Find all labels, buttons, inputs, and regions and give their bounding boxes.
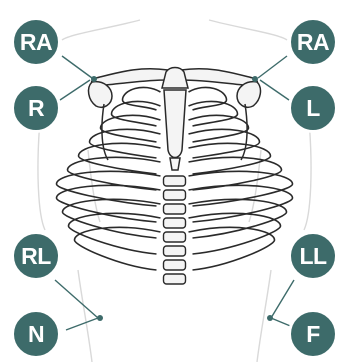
sternum [162, 68, 188, 171]
electrode-l: L [288, 83, 338, 133]
rib-l-11 [75, 227, 161, 270]
electrode-ll: LL [288, 231, 338, 281]
vertebra-8 [164, 274, 186, 284]
vertebra-6 [164, 246, 186, 256]
rib-r-11 [189, 227, 275, 270]
vertebra-4 [164, 218, 186, 228]
electrode-r: R [11, 83, 61, 133]
vertebra-7 [164, 260, 186, 270]
rib-l-1 [123, 87, 161, 110]
vertebra-3 [164, 204, 186, 214]
rib-r-1 [189, 87, 227, 110]
electrode-f: F [288, 309, 338, 359]
vertebra-1 [164, 176, 186, 186]
vertebra-5 [164, 232, 186, 242]
electrode-n: N [11, 309, 61, 359]
rib-l-10 [69, 213, 161, 254]
spine [164, 176, 186, 284]
vertebra-2 [164, 190, 186, 200]
rib-r-10 [189, 213, 281, 254]
electrode-ra-second: RA [288, 17, 338, 67]
electrode-ra-right-arm: RA [11, 17, 61, 67]
electrode-rl: RL [11, 231, 61, 281]
